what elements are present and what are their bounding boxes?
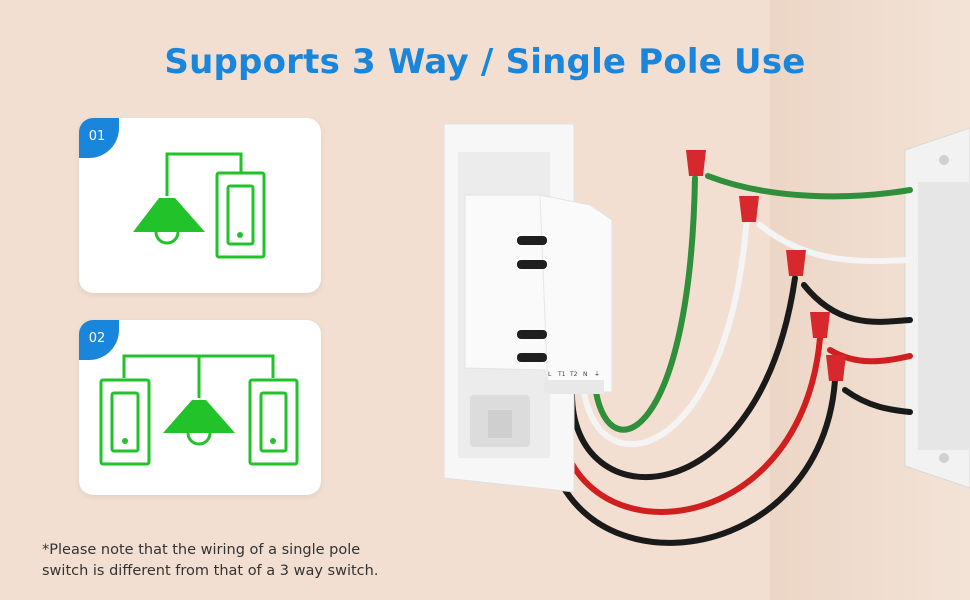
terminal-label-t1: T1	[557, 371, 566, 378]
switch-icon	[248, 378, 299, 466]
three-way-card: 02	[79, 320, 321, 495]
switch-icon	[215, 171, 266, 259]
wiring-note-line-1: *Please note that the wiring of a single…	[42, 542, 361, 558]
terminal-labels: L T1 T2 N ⏚	[548, 371, 600, 378]
wiring-note: *Please note that the wiring of a single…	[42, 540, 462, 582]
pendant-lamp-icon	[133, 198, 205, 245]
switch-icon	[99, 378, 151, 466]
wire-nut-connectors	[686, 150, 846, 381]
single-pole-wiring-icon	[133, 152, 266, 259]
terminal-label-t2: T2	[569, 371, 578, 378]
three-way-wiring-icon	[99, 354, 299, 466]
terminal-label-l: L	[548, 371, 552, 378]
single-pole-card: 01	[79, 118, 321, 293]
pendant-lamp-icon	[163, 400, 235, 446]
wiring-note-line-2: switch is different from that of a 3 way…	[42, 563, 379, 579]
page-title: Supports 3 Way / Single Pole Use	[164, 42, 806, 82]
smart-switch-module	[464, 194, 613, 394]
terminal-label-ground: ⏚	[594, 371, 600, 378]
terminal-label-n: N	[583, 371, 588, 378]
wall-junction-box	[904, 127, 970, 489]
